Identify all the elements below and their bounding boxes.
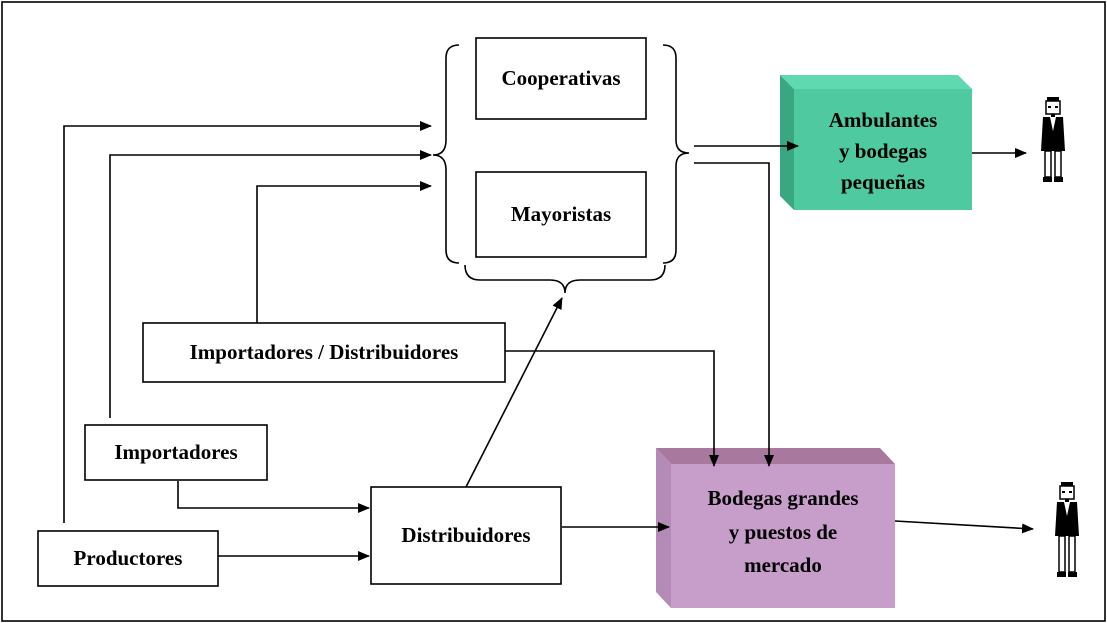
bottom-brace (464, 264, 666, 294)
cooperativas-node: Cooperativas (475, 37, 647, 120)
edge-impdist-to-bodegas (505, 350, 719, 467)
importadores-node: Importadores (84, 424, 268, 481)
ambulantes-node: Ambulantes y bodegas pequeñas (780, 75, 972, 210)
mayoristas-node: Mayoristas (475, 171, 647, 258)
bodegas-label-line3: mercado (744, 553, 822, 577)
productores-label: Productores (74, 546, 183, 570)
edge-brace-to-bodegas (694, 162, 774, 467)
distribuidores-node: Distribuidores (370, 486, 562, 585)
ambulantes-side-face (780, 75, 794, 210)
importadores-distribuidores-node: Importadores / Distribuidores (142, 322, 506, 383)
cooperativas-label: Cooperativas (502, 66, 621, 90)
left-brace (432, 44, 460, 264)
importadores-distribuidores-label: Importadores / Distribuidores (190, 340, 459, 364)
edge-importadores-to-brace (109, 150, 432, 418)
distribuidores-label: Distribuidores (401, 523, 530, 547)
person-icon (1055, 482, 1079, 577)
edge-bodegas-to-consumer (894, 520, 1034, 534)
ambulantes-label-line3: pequeñas (841, 170, 925, 194)
bodegas-front-face (671, 464, 895, 608)
productores-node: Productores (37, 530, 219, 587)
edge-impdist-to-brace (256, 181, 432, 323)
importadores-label: Importadores (114, 440, 237, 464)
bodegas-top-face (656, 448, 895, 464)
edge-productores-to-brace (63, 121, 432, 523)
bodegas-side-face (656, 448, 671, 608)
ambulantes-front-face (794, 89, 972, 210)
bodegas-label-line2: y puestos de (729, 520, 838, 544)
ambulantes-top-face (780, 75, 972, 89)
bodegas-label-line1: Bodegas grandes (707, 486, 858, 510)
ambulantes-label-line1: Ambulantes (829, 108, 938, 132)
edge-importadores-to-distribuidores (177, 481, 370, 513)
mayoristas-label: Mayoristas (511, 202, 611, 226)
bodegas-grandes-node: Bodegas grandes y puestos de mercado (656, 448, 895, 608)
edge-distribuidores-to-brace (465, 297, 563, 488)
right-brace (662, 44, 690, 264)
ambulantes-label-line2: y bodegas (839, 139, 927, 163)
person-icon (1041, 97, 1065, 182)
